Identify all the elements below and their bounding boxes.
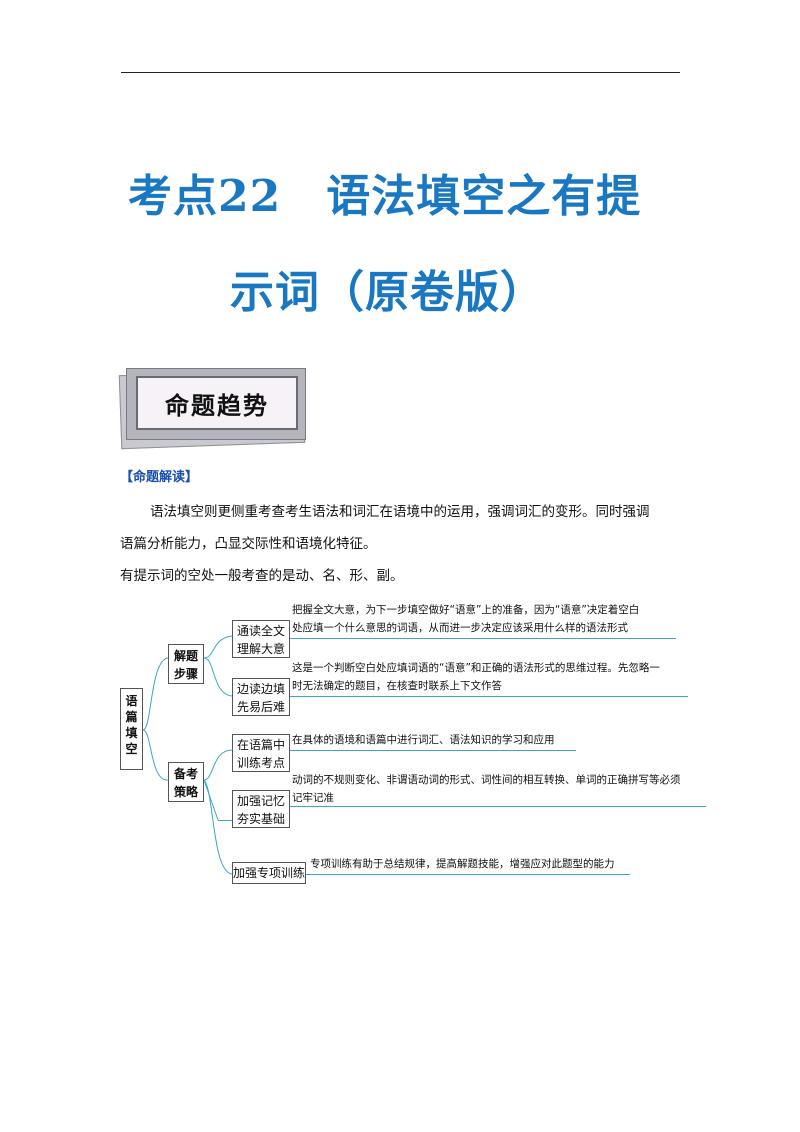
desc-underline-4 [290,806,706,807]
desc-3-line-1: 在具体的语境和语篇中进行词汇、语法知识的学习和应用 [292,734,555,746]
section-heading: 【命题解读】 [120,470,199,485]
desc-2-line-1: 这是一个判断空白处应填词语的“语意”和正确的语法形式的思维过程。先忽略一 [292,662,660,674]
node-special-training: 加强专项训练 [232,862,306,884]
branch-prep-strategy: 备考策略 [168,762,204,802]
paragraph-1: 语法填空则更侧重考查考生语法和词汇在语境中的运用，强调词汇的变形。同时强调 [150,504,650,520]
desc-1-line-2: 处应填一个什么意思的词语，从而进一步决定应该采用什么样的语法形式 [292,622,628,634]
section-banner: 命题趋势 [118,364,310,450]
paragraph-3: 有提示词的空处一般考查的是动、名、形、副。 [120,568,404,584]
desc-underline-5 [306,874,630,875]
banner-label-box: 命题趋势 [136,376,298,430]
desc-4-line-2: 记牢记准 [292,792,334,804]
node-strengthen-memory: 加强记忆夯实基础 [232,790,290,828]
node-read-full-text: 通读全文理解大意 [232,620,290,658]
connector-b2-c2 [203,779,219,821]
page-title-line-1: 考点22 语法填空之有提 [128,171,642,222]
desc-5-line-1: 专项训练有助于总结规律，提高解题技能，增强应对此题型的能力 [310,858,615,870]
connector-root-branch1 [142,657,169,731]
node-train-in-context: 在语篇中训练考点 [232,734,290,772]
desc-underline-1 [290,638,676,639]
connector-b1-c2 [203,657,233,697]
branch-solving-steps: 解题步骤 [168,644,204,684]
mindmap-root: 语篇填空 [120,688,143,770]
desc-1-line-1: 把握全文大意，为下一步填空做好“语意”上的准备，因为“语意”决定着空白 [292,604,640,616]
page-title-line-2: 示词（原卷版） [230,267,545,318]
desc-4-line-1: 动词的不规则变化、非谓语动词的形式、词性间的相互转换、单词的正确拼写等必须 [292,774,681,786]
desc-underline-2 [290,696,688,697]
node-read-and-fill: 边读边填先易后难 [232,678,290,716]
paragraph-2: 语篇分析能力，凸显交际性和语境化特征。 [120,536,377,552]
desc-2-line-2: 时无法确定的题目，在核查时联系上下文作答 [292,680,502,692]
banner-label: 命题趋势 [165,391,269,420]
top-rule [121,72,680,73]
connector-b2-c3 [203,779,233,875]
connector-b1-c1 [203,635,233,659]
desc-underline-3 [290,750,576,751]
connector-b2-c1 [203,749,233,781]
connector-root-branch2 [142,729,169,781]
connector-stub [218,820,232,821]
